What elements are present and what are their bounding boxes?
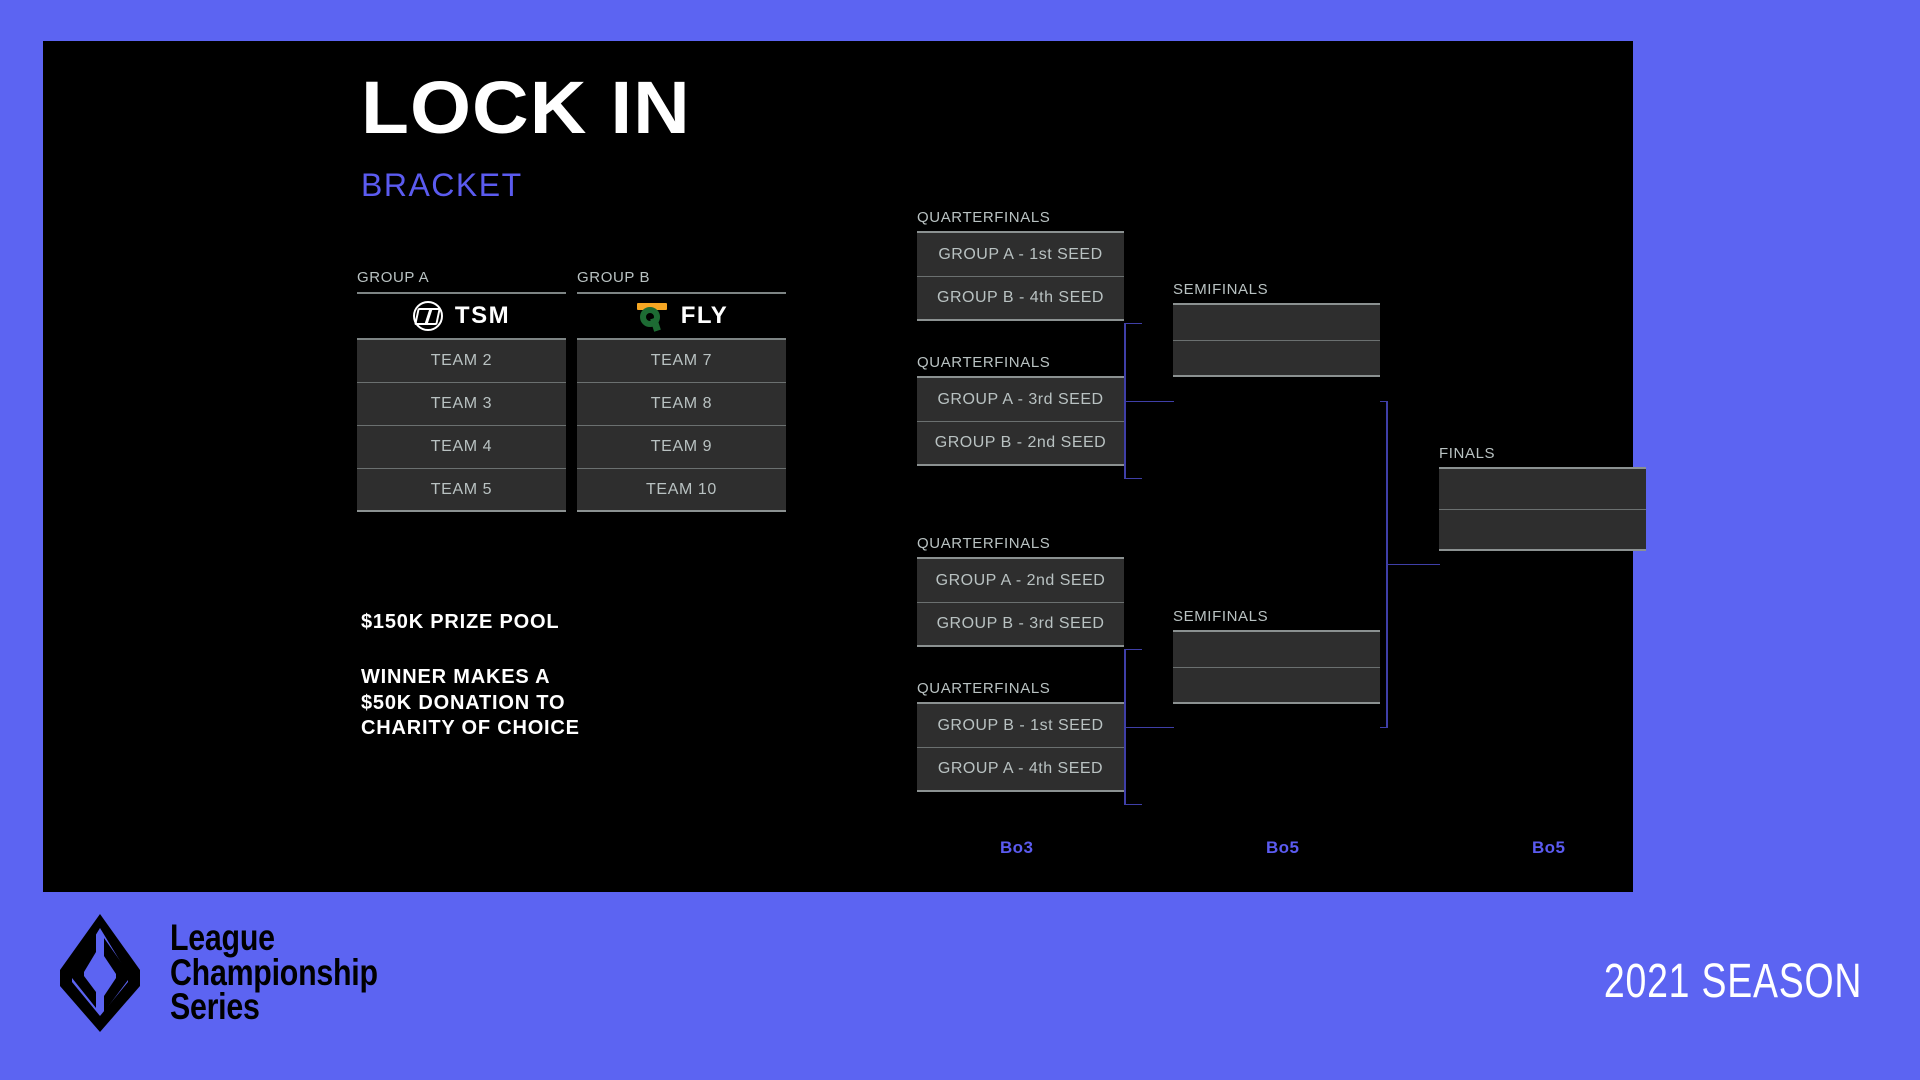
lcs-logo-icon [60,914,140,1032]
list-item[interactable]: TEAM 4 [357,426,566,469]
donation-line-3: CHARITY OF CHOICE [361,717,580,740]
lcs-wordmark-line-1: League [170,916,275,958]
round-label-qf3: QUARTERFINALS [917,535,1051,552]
list-item[interactable]: TEAM 3 [357,383,566,426]
list-item[interactable]: TEAM 7 [577,340,786,383]
group-column-a: GROUP A TSM TEAM 2 TEAM 3 TEAM 4 TEAM 5 [357,269,566,512]
group-b-divider [577,292,786,294]
groups-section: GROUP A TSM TEAM 2 TEAM 3 TEAM 4 TEAM 5 … [357,269,786,512]
format-label-bo5-semis: Bo5 [1266,838,1300,857]
round-label-sf2: SEMIFINALS [1173,608,1269,625]
flyquest-logo-icon [635,301,669,332]
group-column-b: GROUP B FLY TEAM 7 TEAM 8 TEAM 9 TEAM 10 [577,269,786,512]
match-quarterfinal-1: QUARTERFINALS GROUP A - 1st SEED GROUP B… [917,209,1124,321]
match-quarterfinal-3: QUARTERFINALS GROUP A - 2nd SEED GROUP B… [917,535,1124,647]
lcs-wordmark-line-3: Series [170,986,260,1028]
list-item[interactable]: TEAM 9 [577,426,786,469]
match-slot[interactable]: GROUP B - 4th SEED [917,276,1124,319]
page-title: LOCK IN [361,66,691,149]
match-box-qf2[interactable]: GROUP A - 3rd SEED GROUP B - 2nd SEED [917,376,1124,466]
prize-pool-text: $150K PRIZE POOL [361,611,560,633]
tsm-logo-icon [412,301,443,331]
match-slot[interactable]: GROUP A - 4th SEED [917,747,1124,790]
connector-line [1124,478,1142,479]
match-quarterfinal-2: QUARTERFINALS GROUP A - 3rd SEED GROUP B… [917,354,1124,466]
connector-line [1124,804,1142,805]
group-a-top-team-label: TSM [454,302,511,329]
connector-line [1124,727,1174,728]
round-label-qf1: QUARTERFINALS [917,209,1051,226]
match-box-finals[interactable] [1439,467,1646,551]
match-slot[interactable]: GROUP B - 1st SEED [937,716,1104,734]
match-semifinal-2: SEMIFINALS [1173,608,1380,704]
match-slot[interactable]: GROUP A - 3rd SEED [937,390,1104,408]
title-block: LOCK IN BRACKET [361,71,690,204]
list-item[interactable]: TEAM 8 [577,383,786,426]
match-box-sf1[interactable] [1173,303,1380,377]
format-label-bo5-finals: Bo5 [1532,838,1566,857]
match-slot[interactable]: GROUP B - 2nd SEED [917,421,1124,464]
main-panel: LOCK IN BRACKET GROUP A TSM TEAM 2 TEAM … [43,41,1646,892]
connector-line [1124,649,1142,650]
round-label-qf2: QUARTERFINALS [917,354,1051,371]
list-item[interactable]: TEAM 10 [577,469,786,512]
donation-line-1: WINNER MAKES A [361,666,551,688]
list-item[interactable]: TEAM 5 [357,469,566,512]
match-box-sf2[interactable] [1173,630,1380,704]
match-finals: FINALS [1439,445,1646,551]
round-label-sf1: SEMIFINALS [1173,281,1269,298]
footer: League Championship Series 2021 SEASON [0,892,1920,1080]
season-label: 2021 SEASON [1603,955,1862,1008]
lcs-wordmark: League Championship Series [170,916,378,1028]
connector-line [1380,727,1388,728]
group-a-top-team[interactable]: TSM [357,294,566,340]
group-a-divider [357,292,566,294]
connector-line [1124,401,1174,402]
match-slot[interactable] [1173,340,1380,375]
match-box-qf1[interactable]: GROUP A - 1st SEED GROUP B - 4th SEED [917,231,1124,321]
connector-line [1380,401,1388,402]
group-b-label: GROUP B [577,269,651,286]
lcs-wordmark-line-2: Championship [170,951,378,993]
list-item[interactable]: TEAM 2 [357,340,566,383]
connector-line [1386,564,1440,565]
match-box-qf3[interactable]: GROUP A - 2nd SEED GROUP B - 3rd SEED [917,557,1124,647]
round-label-qf4: QUARTERFINALS [917,680,1051,697]
match-slot[interactable] [1439,469,1646,509]
connector-line [1124,323,1142,324]
lcs-logo: League Championship Series [52,912,423,1034]
match-slot[interactable]: GROUP A - 2nd SEED [935,571,1106,589]
group-b-top-team-label: FLY [680,302,729,329]
match-slot[interactable] [1439,509,1646,549]
prize-info-block: $150K PRIZE POOL WINNER MAKES A $50K DON… [361,611,580,742]
donation-line-2: $50K DONATION TO [361,691,566,714]
match-slot[interactable] [1173,305,1380,340]
match-box-qf4[interactable]: GROUP B - 1st SEED GROUP A - 4th SEED [917,702,1124,792]
donation-note: WINNER MAKES A $50K DONATION TO CHARITY … [361,665,580,742]
page-subtitle: BRACKET [361,167,523,203]
match-semifinal-1: SEMIFINALS [1173,281,1380,377]
format-label-bo3: Bo3 [1000,838,1034,857]
match-slot[interactable] [1173,632,1380,667]
bracket-section: QUARTERFINALS GROUP A - 1st SEED GROUP B… [43,41,1646,892]
group-b-top-team[interactable]: FLY [577,294,786,340]
round-label-finals: FINALS [1439,445,1496,462]
match-slot[interactable] [1173,667,1380,702]
match-slot[interactable]: GROUP A - 1st SEED [938,245,1103,263]
match-quarterfinal-4: QUARTERFINALS GROUP B - 1st SEED GROUP A… [917,680,1124,792]
group-a-label: GROUP A [357,269,430,286]
match-slot[interactable]: GROUP B - 3rd SEED [917,602,1124,645]
